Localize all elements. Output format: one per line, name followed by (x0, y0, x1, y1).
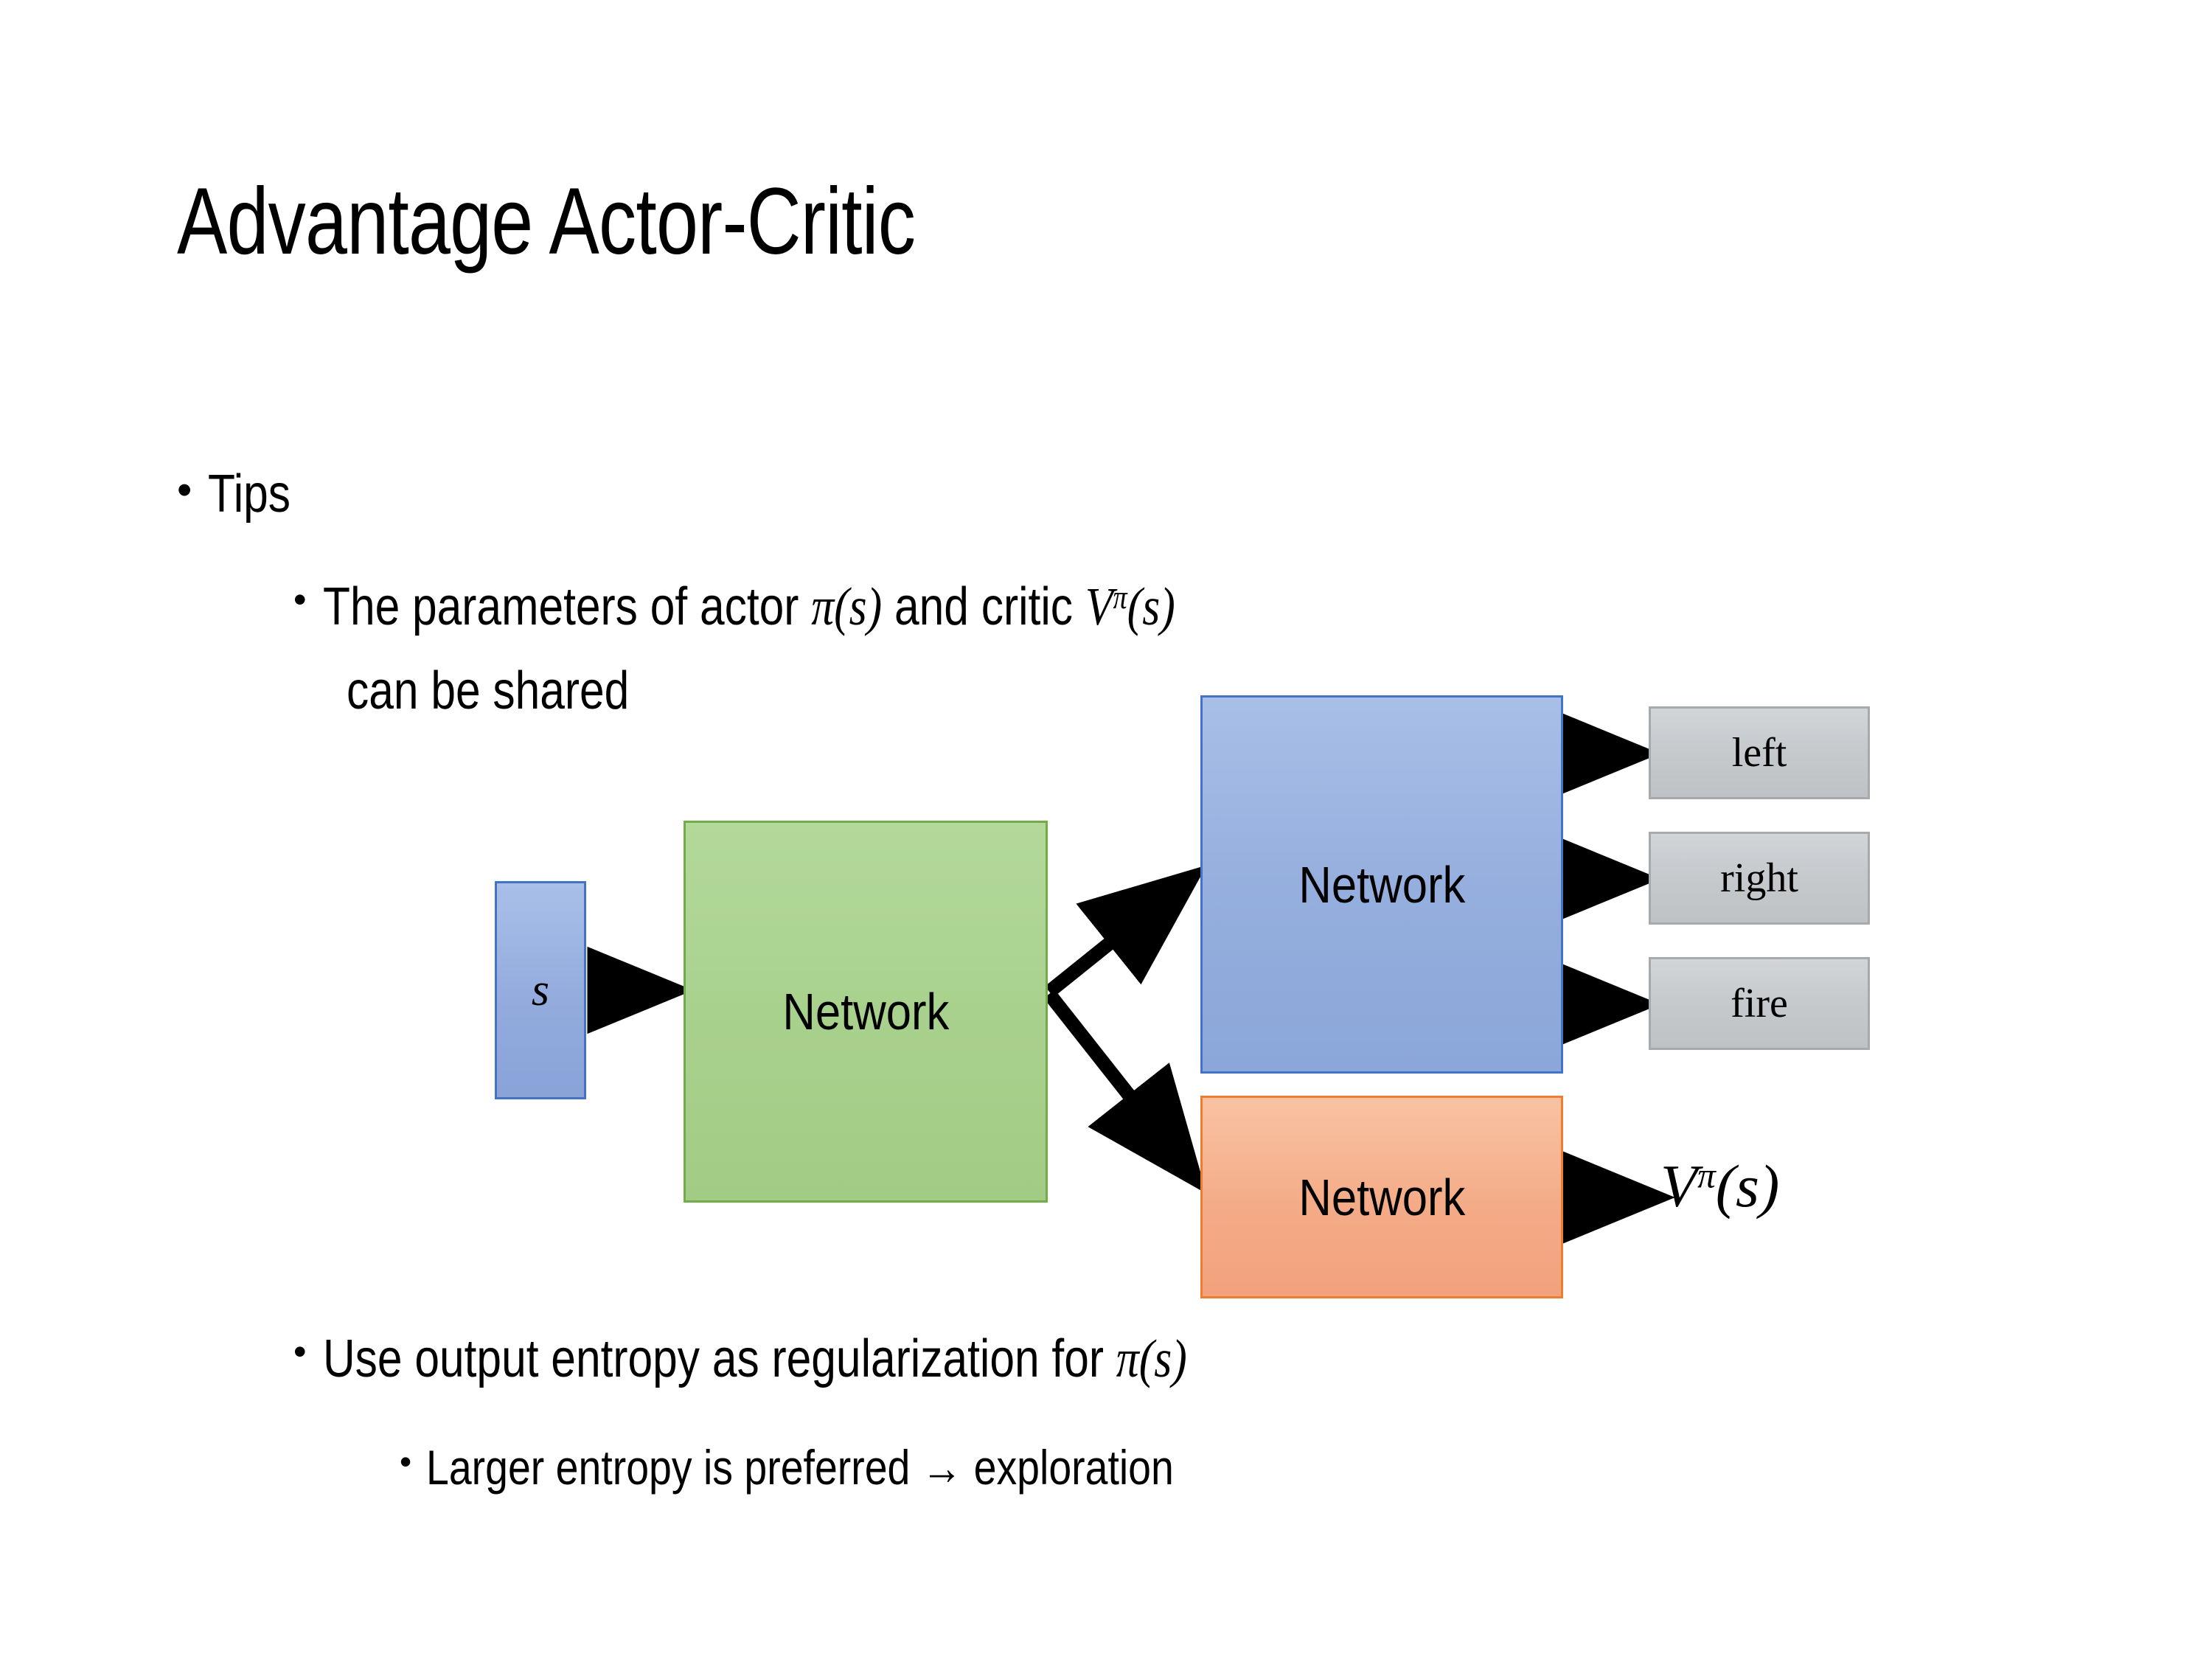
bullet-dot-icon: • (293, 1331, 307, 1372)
bullet-shared-parameters-text: The parameters of actor π(s) and critic … (323, 575, 1175, 639)
action-box-left: left (1649, 706, 1870, 799)
actor-network-label: Network (1298, 855, 1465, 914)
actor-network-box: Network (1200, 695, 1563, 1074)
action-box-right: right (1649, 832, 1870, 925)
bullet-exploration-label: Larger entropy is preferred → exploratio… (426, 1440, 1174, 1495)
shared-params-pre: The parameters of actor (322, 577, 811, 636)
arrow-shared-to-actor-network (1045, 865, 1207, 998)
value-output-v: V (1660, 1152, 1698, 1220)
value-output-label: Vπ(s) (1660, 1156, 1779, 1217)
page-title: Advantage Actor-Critic (177, 169, 916, 274)
bullet-dot-icon: • (293, 579, 307, 620)
entropy-pre: Use output entropy as regularization for (322, 1329, 1116, 1388)
bullet-shared-parameters-line2: can be shared (347, 661, 683, 723)
math-critic-superscript-pi: π (1113, 578, 1127, 616)
state-input-box: s (495, 881, 586, 1099)
math-actor-pi-s: π(s) (810, 577, 882, 636)
shared-network-label: Network (782, 983, 949, 1040)
bullet-tips-label: Tips (208, 465, 291, 524)
state-input-label: s (531, 964, 550, 1015)
bullet-tips: • Tips (177, 465, 307, 524)
math-entropy-pi-s: π(s) (1116, 1329, 1187, 1388)
value-output-superscript-pi: π (1697, 1155, 1716, 1196)
bullet-dot-icon: • (400, 1442, 412, 1481)
bullet-output-entropy-text: Use output entropy as regularization for… (323, 1327, 1187, 1391)
bullet-output-entropy: • Use output entropy as regularization f… (293, 1327, 1352, 1391)
critic-network-box: Network (1200, 1096, 1563, 1298)
arrow-shared-to-critic-network (1043, 990, 1207, 1194)
math-critic-v: V (1085, 577, 1113, 636)
action-box-fire: fire (1649, 957, 1870, 1050)
shared-network-box: Network (684, 821, 1048, 1203)
math-critic-v-pi-s: Vπ(s) (1085, 577, 1175, 636)
bullet-shared-parameters: • The parameters of actor π(s) and criti… (293, 575, 1337, 639)
value-output-arg: (s) (1715, 1152, 1780, 1220)
action-label-right: right (1720, 855, 1798, 901)
bullet-shared-parameters-line2-label: can be shared (347, 661, 630, 720)
bullet-exploration: • Larger entropy is preferred → explorat… (400, 1439, 1316, 1496)
action-label-left: left (1731, 730, 1787, 776)
shared-params-mid: and critic (881, 577, 1085, 636)
action-label-fire: fire (1731, 981, 1788, 1026)
math-critic-arg: (s) (1127, 577, 1175, 636)
bullet-dot-icon: • (177, 466, 192, 514)
critic-network-label: Network (1298, 1168, 1465, 1226)
